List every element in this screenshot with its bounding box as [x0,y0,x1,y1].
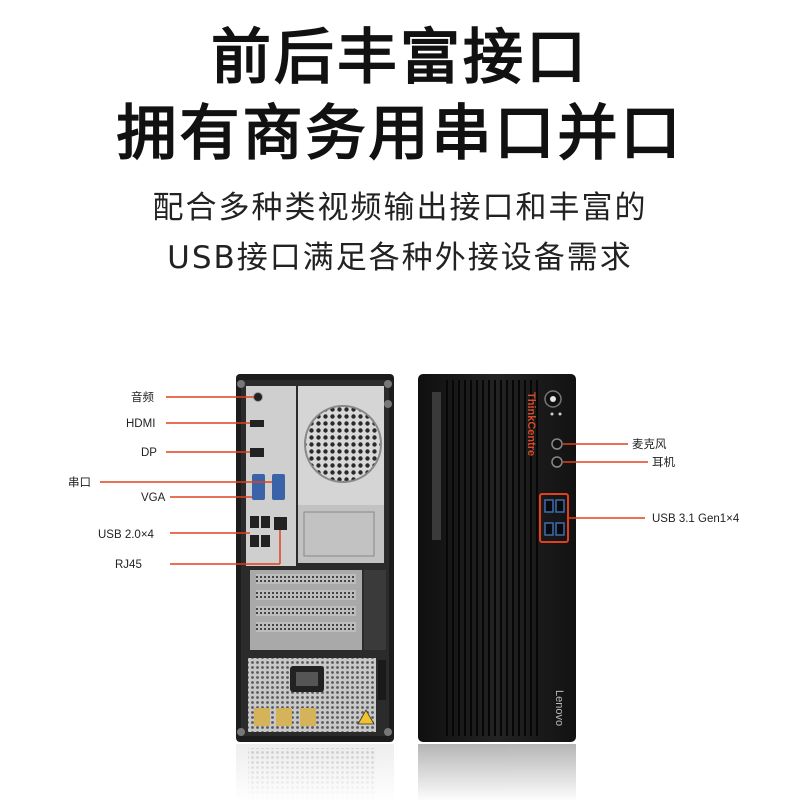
label-usb2: USB 2.0×4 [98,529,155,541]
label-rj45: RJ45 [115,559,142,571]
label-usb3: USB 3.1 Gen1×4 [652,513,740,525]
front-rib [488,380,490,736]
front-rib [452,380,454,736]
front-rib [500,380,502,736]
label-mic: 麦克风 [632,438,667,451]
front-ribs [446,380,538,736]
dp-port [250,448,264,457]
label-hdmi: HDMI [126,418,155,430]
rj45-port [274,517,287,530]
front-rib [446,380,448,736]
mic-jack [551,438,563,450]
audio-port [253,392,263,402]
thinkcentre-logo: ThinkCentre [525,392,537,456]
front-rib [494,380,496,736]
fan-grill [305,406,381,482]
front-rib [524,380,526,736]
front-rib [530,380,532,736]
serial-port [272,474,285,500]
rear-tower [236,374,394,742]
subtitle-line-1: 配合多种类视频输出接口和丰富的 [152,190,648,226]
label-vga: VGA [141,492,166,504]
subtitle-line-2: USB接口满足各种外接设备需求 [167,240,633,276]
label-dp: DP [141,447,157,459]
front-rib [458,380,460,736]
front-rib [464,380,466,736]
headline-line-1: 前后丰富接口 [211,23,589,93]
front-callouts [563,443,648,519]
headphone-jack [551,456,563,468]
front-rib [482,380,484,736]
front-rib [506,380,508,736]
rear-callouts [100,396,281,565]
front-rib [518,380,520,736]
vga-port [252,474,265,500]
front-rib [476,380,478,736]
label-headphone: 耳机 [652,455,675,469]
front-rib [512,380,514,736]
hdmi-port [250,420,264,427]
headline-line-2: 拥有商务用串口并口 [116,99,684,169]
front-rib [536,380,538,736]
front-tower: ThinkCentre Lenovo [418,374,576,742]
usb2-port [250,516,259,528]
lenovo-logo: Lenovo [553,690,565,726]
front-rib [470,380,472,736]
label-serial: 串口 [68,476,91,489]
label-audio: 音频 [131,390,154,404]
